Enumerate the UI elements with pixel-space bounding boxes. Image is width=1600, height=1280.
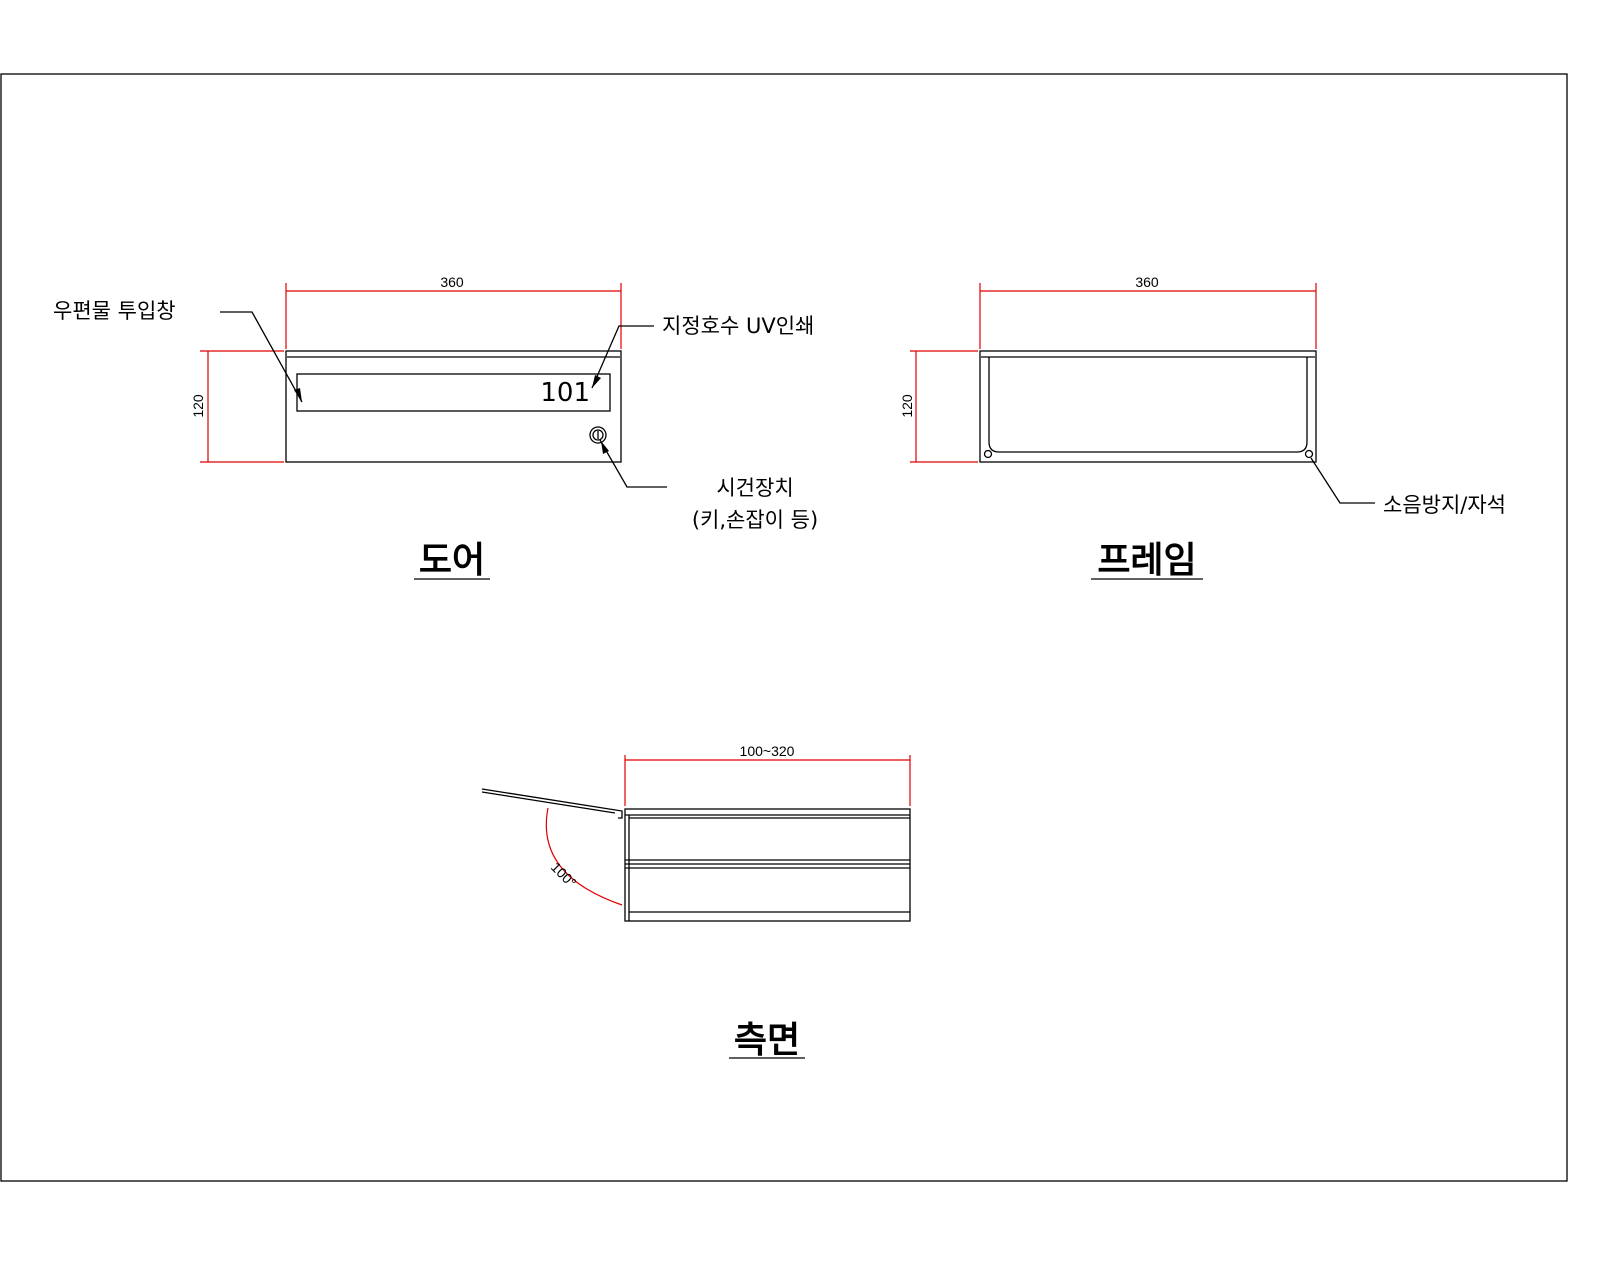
callout-uv-print: 지정호수 UV인쇄 bbox=[662, 314, 814, 338]
open-door-flap bbox=[481, 788, 623, 819]
frame-outline bbox=[979, 350, 1317, 463]
frame-height-dim: 120 bbox=[899, 394, 915, 418]
magnet-right bbox=[1304, 449, 1314, 459]
callout-lock-line2: (키,손잡이 등) bbox=[692, 508, 818, 532]
side-outline bbox=[624, 808, 911, 922]
frame-view: 360 120 소음방지/자석 프레임 bbox=[899, 274, 1506, 581]
callout-mail-slot: 우편물 투입창 bbox=[53, 299, 176, 323]
door-view: 101 360 120 우편물 투입창 지정호수 UV인쇄 시건장치 (키,손잡… bbox=[53, 274, 818, 581]
callout-lock-line1: 시건장치 bbox=[716, 476, 793, 500]
side-view: 100~320 100° 측면 bbox=[481, 743, 911, 1061]
callout-magnet: 소음방지/자석 bbox=[1383, 493, 1506, 517]
angle-dim: 100° bbox=[548, 859, 580, 891]
side-view-title: 측면 bbox=[734, 1020, 800, 1061]
door-view-title: 도어 bbox=[419, 540, 485, 581]
frame-width-dim: 360 bbox=[1135, 274, 1159, 290]
side-depth-dim: 100~320 bbox=[740, 743, 795, 759]
frame-view-title: 프레임 bbox=[1097, 540, 1196, 581]
drawing-border bbox=[0, 73, 1568, 1182]
unit-number: 101 bbox=[540, 378, 590, 408]
angle-arc bbox=[545, 807, 623, 906]
door-outline bbox=[285, 350, 622, 463]
door-width-dim: 360 bbox=[440, 274, 464, 290]
door-height-dim: 120 bbox=[190, 394, 206, 418]
magnet-left bbox=[983, 449, 993, 459]
lock-icon bbox=[589, 426, 607, 444]
